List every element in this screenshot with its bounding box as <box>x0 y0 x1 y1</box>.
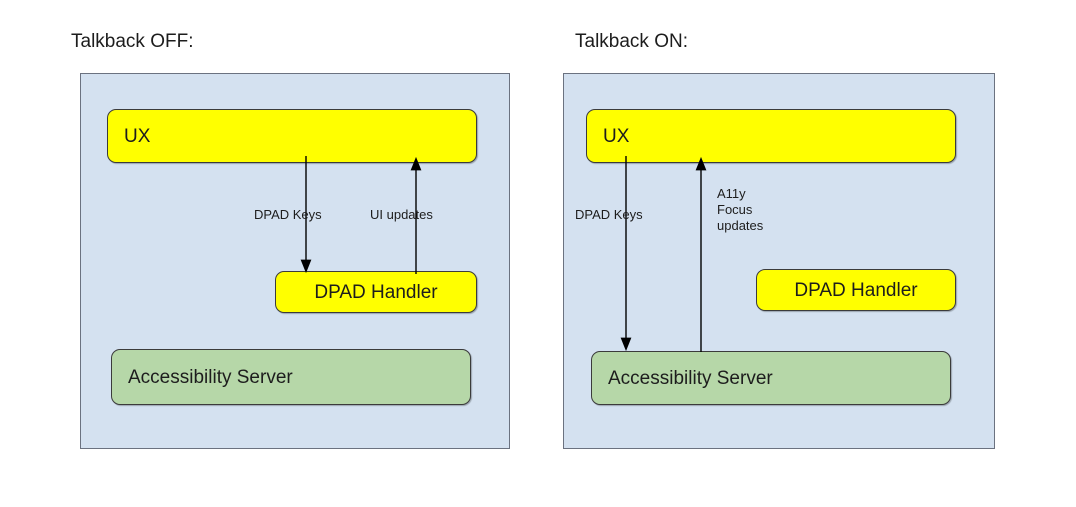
node-accessibility-server[interactable]: Accessibility Server <box>111 349 471 405</box>
arrow-ux-to-accessibility-server <box>620 156 632 352</box>
edge-label-dpad-keys-off: DPAD Keys <box>254 207 322 222</box>
panel-title-talkback-off: Talkback OFF: <box>71 31 194 52</box>
edge-label-a11y-focus-updates: A11y Focus updates <box>717 186 764 233</box>
node-dpad-handler-label: DPAD Handler <box>794 279 918 301</box>
node-dpad-handler[interactable]: DPAD Handler <box>756 269 956 311</box>
arrow-accessibility-server-to-ux <box>695 156 707 352</box>
node-accessibility-server[interactable]: Accessibility Server <box>591 351 951 405</box>
node-accessibility-server-label: Accessibility Server <box>608 367 773 389</box>
node-ux[interactable]: UX <box>107 109 477 163</box>
arrow-ux-to-dpad-handler <box>300 156 312 274</box>
panel-talkback-on: UX DPAD Handler Accessibility Server <box>563 73 995 449</box>
panel-title-talkback-on: Talkback ON: <box>575 31 688 52</box>
node-dpad-handler-label: DPAD Handler <box>314 281 438 303</box>
edge-label-dpad-keys-on: DPAD Keys <box>575 207 643 222</box>
panel-talkback-off: UX DPAD Handler Accessibility Server <box>80 73 510 449</box>
node-ux[interactable]: UX <box>586 109 956 163</box>
node-ux-label: UX <box>124 125 151 147</box>
edge-label-ui-updates: UI updates <box>370 207 433 222</box>
node-dpad-handler[interactable]: DPAD Handler <box>275 271 477 313</box>
arrow-dpad-handler-to-ux <box>410 156 422 274</box>
node-ux-label: UX <box>603 125 630 147</box>
node-accessibility-server-label: Accessibility Server <box>128 366 293 388</box>
